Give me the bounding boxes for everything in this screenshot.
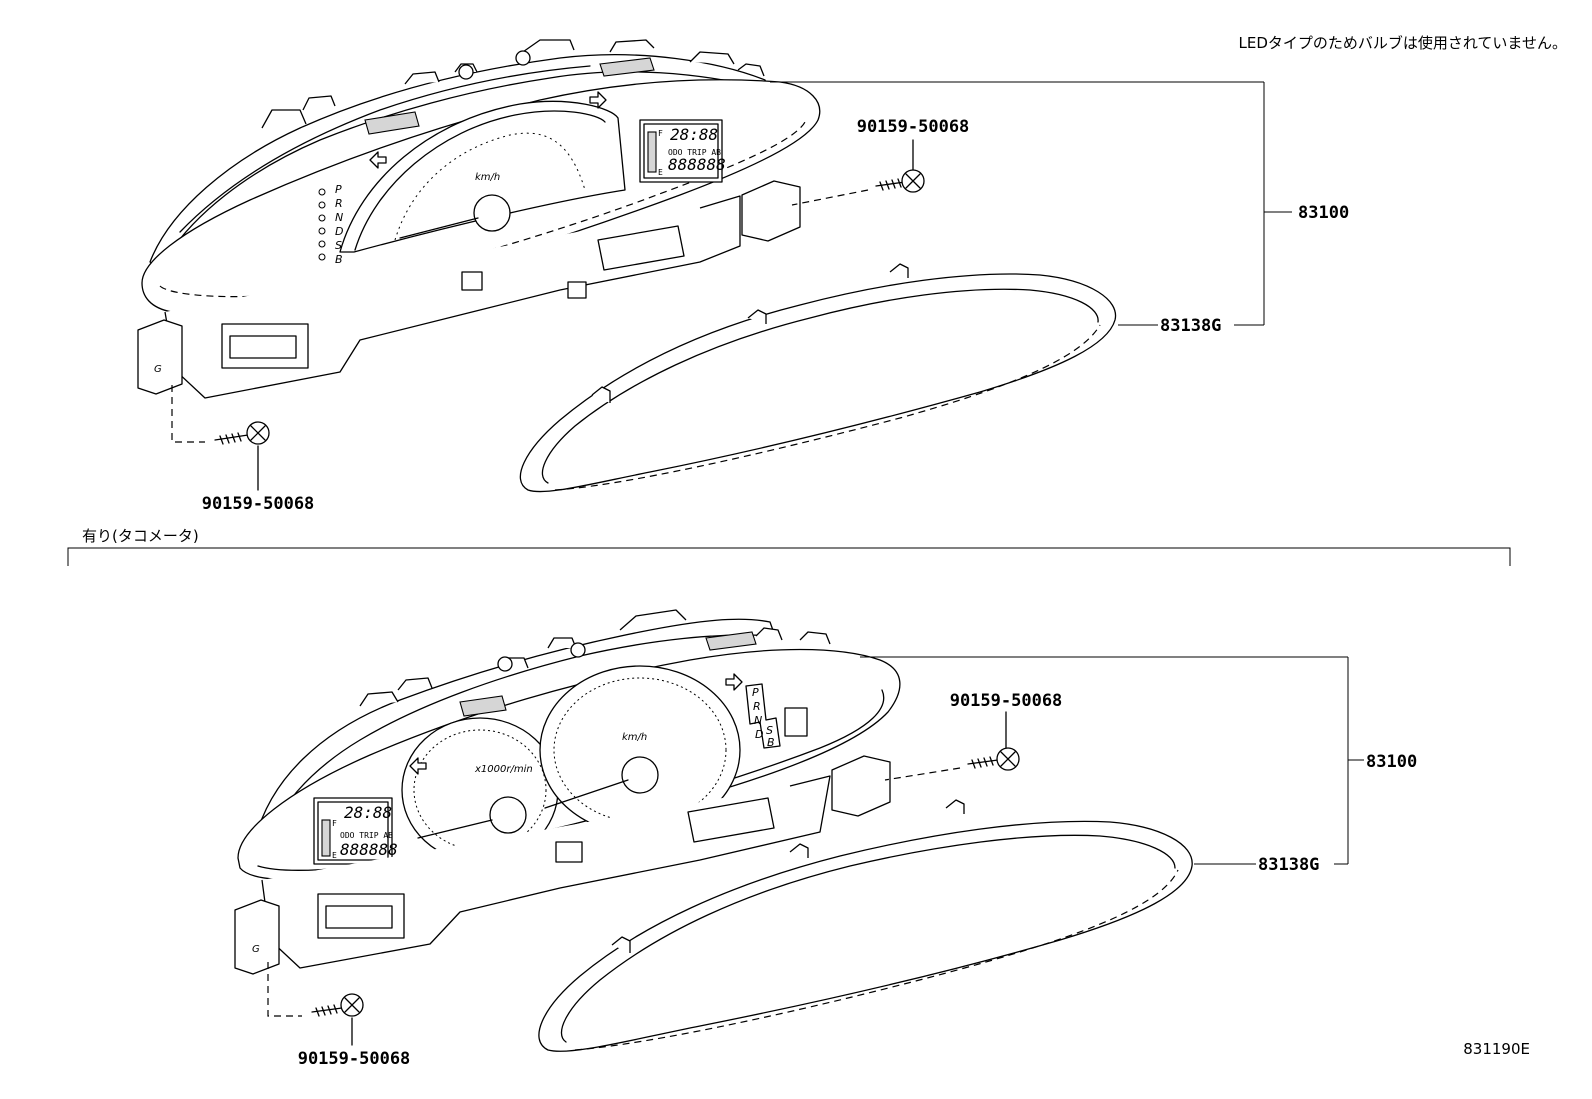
lower-gear-indicator: P R N D S B xyxy=(745,683,781,749)
upper-lcd-mode: ODO TRIP AB xyxy=(668,148,721,157)
svg-text:D: D xyxy=(335,225,343,238)
lower-lcd-mode: ODO TRIP AB xyxy=(340,831,393,840)
upper-housing-lower: G xyxy=(137,180,801,399)
upper-fuel-f: F xyxy=(658,129,663,138)
upper-bolt-bottom-part-number: 90159-50068 xyxy=(202,494,315,514)
upper-assembly-part-number: 83100 xyxy=(1298,203,1349,223)
upper-callouts xyxy=(770,81,1292,326)
upper-lcd-odo: 888888 xyxy=(668,155,726,174)
lower-lens xyxy=(538,799,1193,1052)
lower-housing-lower: G xyxy=(234,755,891,975)
lower-callouts xyxy=(860,656,1364,865)
svg-text:S: S xyxy=(766,724,773,737)
lower-assembly: x1000r/min km/h F E 28:88 ODO TRIP AB 88… xyxy=(234,609,1417,1069)
upper-left-turn-arrow-icon xyxy=(369,151,387,169)
lower-lcd-clock: 28:88 xyxy=(344,803,392,822)
upper-assembly: km/h F E 28:88 ODO TRIP AB 888888 P R N … xyxy=(137,39,1349,514)
section-label: 有り(タコメータ) xyxy=(82,527,199,545)
lower-door-warning-icon xyxy=(784,707,808,737)
svg-text:R: R xyxy=(335,197,343,210)
upper-lens xyxy=(519,263,1117,493)
lower-bolt-bottom-part-number: 90159-50068 xyxy=(298,1049,411,1069)
note-led-type: LEDタイプのためバルブは使用されていません。 xyxy=(1239,34,1568,52)
upper-gear-indicator: P R N D S B xyxy=(318,183,343,266)
lower-speed-unit: km/h xyxy=(622,732,647,743)
svg-text:R: R xyxy=(753,700,761,713)
svg-text:N: N xyxy=(754,714,762,727)
lower-bolt-bottom xyxy=(267,962,364,1046)
svg-text:N: N xyxy=(335,211,343,224)
svg-text:D: D xyxy=(755,728,763,741)
lower-housing-top xyxy=(254,609,831,849)
upper-bolt-bottom xyxy=(171,385,270,491)
lower-fuel-e: E xyxy=(332,851,337,860)
svg-text:B: B xyxy=(767,736,775,749)
svg-text:B: B xyxy=(335,253,343,266)
lower-assembly-part-number: 83100 xyxy=(1366,752,1417,772)
svg-text:S: S xyxy=(335,239,342,252)
upper-right-turn-arrow-icon xyxy=(589,91,607,109)
upper-fuel-e: E xyxy=(658,168,663,177)
upper-lens-part-number: 83138G xyxy=(1160,316,1221,336)
svg-text:P: P xyxy=(752,686,759,699)
upper-lcd-clock: 28:88 xyxy=(670,125,718,144)
section-divider: 有り(タコメータ) xyxy=(67,527,1511,566)
lower-fuel-f: F xyxy=(332,819,337,828)
diagram-id: 831190E xyxy=(1463,1040,1530,1058)
lower-bolt-right xyxy=(884,711,1020,781)
upper-bolt-right-part-number: 90159-50068 xyxy=(857,117,970,137)
lower-left-turn-arrow-icon xyxy=(409,757,427,775)
svg-text:P: P xyxy=(335,183,342,196)
upper-bezel: km/h F E 28:88 ODO TRIP AB 888888 P R N … xyxy=(141,57,821,315)
upper-housing-top xyxy=(149,39,771,269)
lower-lens-part-number: 83138G xyxy=(1258,855,1319,875)
lower-tacho-unit: x1000r/min xyxy=(474,764,533,775)
upper-bolt-right xyxy=(791,139,925,206)
upper-bracket-mark: G xyxy=(154,364,162,375)
lower-right-turn-arrow-icon xyxy=(725,673,743,691)
lower-bolt-right-part-number: 90159-50068 xyxy=(950,691,1063,711)
lower-lcd-odo: 888888 xyxy=(340,840,398,859)
upper-speed-unit: km/h xyxy=(475,172,500,183)
lower-bracket-mark: G xyxy=(252,944,260,955)
